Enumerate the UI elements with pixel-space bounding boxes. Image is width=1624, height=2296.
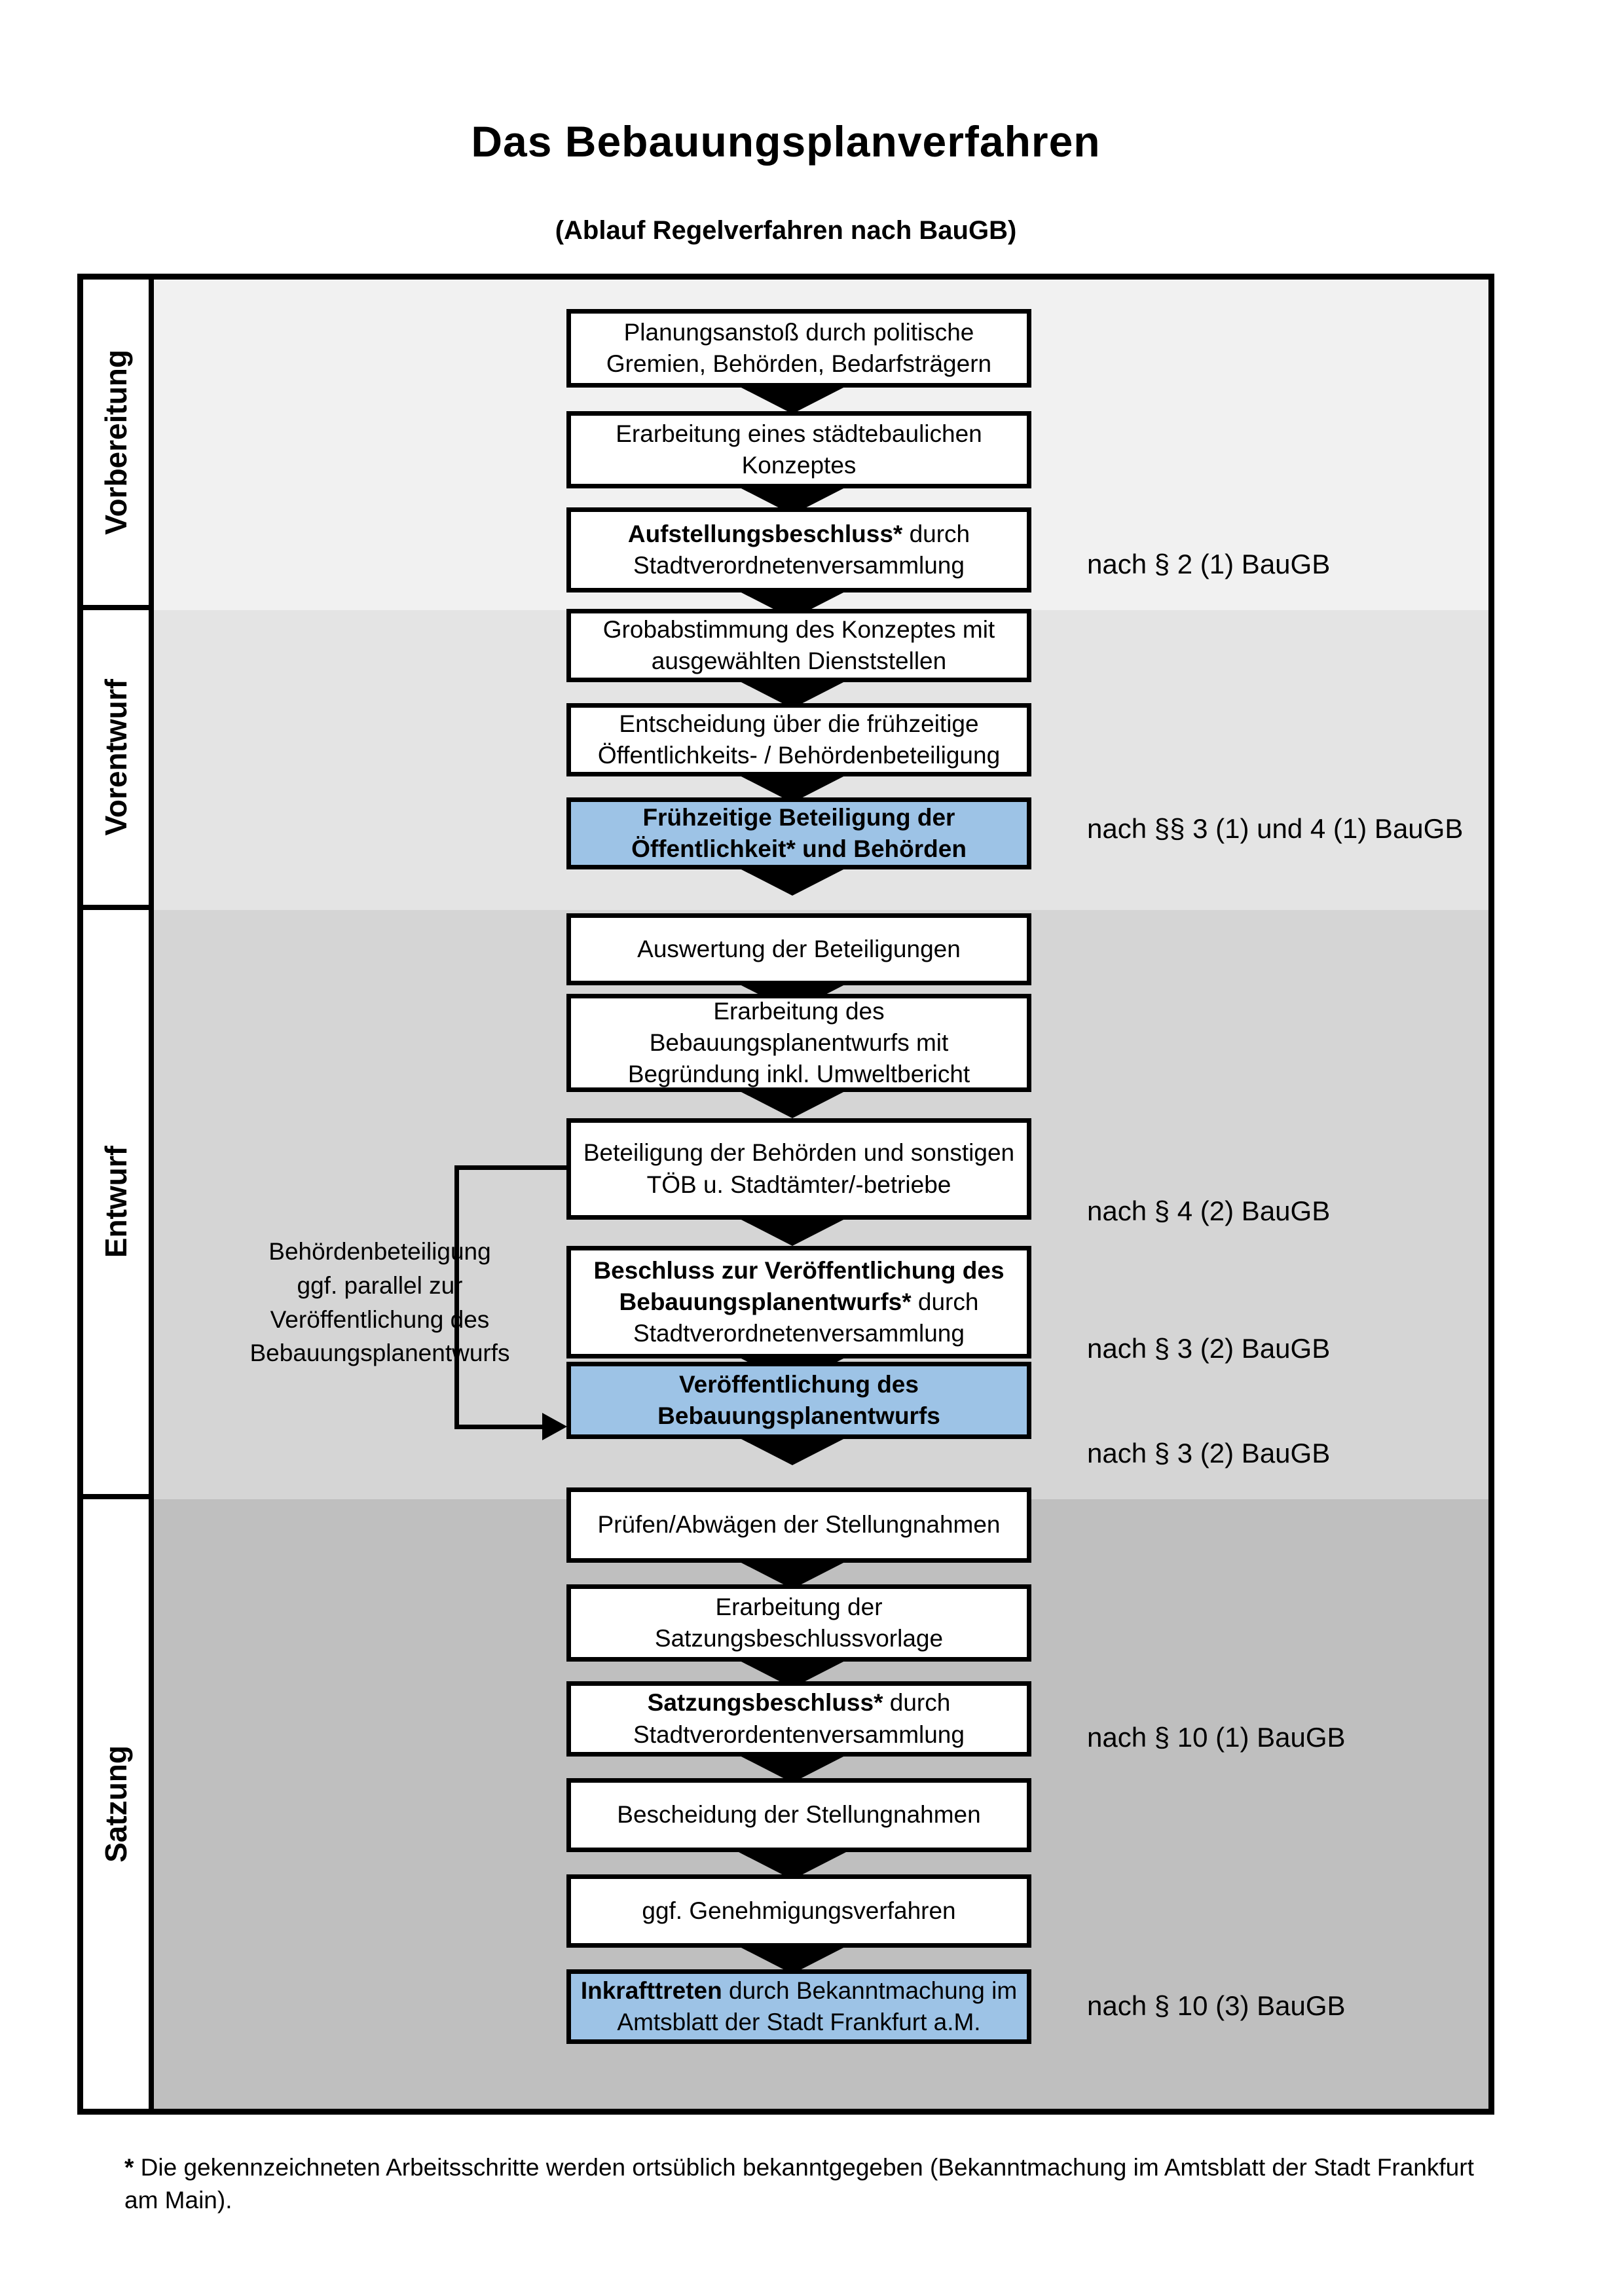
- footnote: * Die gekennzeichneten Arbeitsschritte w…: [124, 2154, 1474, 2214]
- step-pruefen-abwaegen: Prüfen/Abwägen der Stellungnahmen: [566, 1487, 1031, 1563]
- legal-ref: nach § 10 (1) BauGB: [1087, 1722, 1346, 1753]
- flow-arrow-down-icon: [739, 1218, 846, 1246]
- phase-label-satzung: Satzung: [83, 1499, 149, 2109]
- step-genehmigungsverfahren: ggf. Genehmigungsverfahren: [566, 1874, 1031, 1948]
- flow-arrow-down-icon: [739, 1091, 846, 1118]
- diagram-frame: [77, 274, 1494, 2115]
- legal-ref: nach § 10 (3) BauGB: [1087, 1990, 1346, 2021]
- bracket-line-top: [454, 1165, 566, 1170]
- step-behoerdenbeteiligung-toeb: Beteiligung der Behörden und sonstigen T…: [566, 1118, 1031, 1220]
- footnote-asterisk: *: [124, 2154, 134, 2181]
- step-aufstellungsbeschluss: Aufstellungsbeschluss* durch Stadtverord…: [566, 507, 1031, 592]
- step-auswertung-beteiligungen: Auswertung der Beteiligungen: [566, 913, 1031, 985]
- step-satzungsbeschluss: Satzungsbeschluss* durch Stadtverordente…: [566, 1681, 1031, 1757]
- step-satzungsbeschlussvorlage: Erarbeitung der Satzungsbeschlussvorlage: [566, 1584, 1031, 1662]
- bracket-arrow-right-icon: [542, 1413, 567, 1440]
- legal-ref: nach § 4 (2) BauGB: [1087, 1195, 1331, 1226]
- step-entscheidung-fruehzeitige-beteiligung: Entscheidung über die frühzeitige Öffent…: [566, 703, 1031, 776]
- step-beschluss-veroeffentlichung: Beschluss zur Veröffentlichung des Bebau…: [566, 1246, 1031, 1358]
- step-bescheidung-stellungnahmen: Bescheidung der Stellungnahmen: [566, 1778, 1031, 1852]
- page-subtitle: (Ablauf Regelverfahren nach BauGB): [555, 216, 1017, 245]
- step-staedtebauliches-konzept: Erarbeitung eines städtebaulichen Konzep…: [566, 411, 1031, 488]
- step-fruehzeitige-beteiligung: Frühzeitige Beteiligung der Öffentlichke…: [566, 797, 1031, 869]
- step-erarbeitung-entwurf: Erarbeitung des Bebauungsplanentwurfs mi…: [566, 994, 1031, 1092]
- legal-ref: nach § 3 (2) BauGB: [1087, 1438, 1331, 1468]
- flow-arrow-down-icon: [739, 386, 846, 414]
- legal-ref: nach § 2 (1) BauGB: [1087, 549, 1331, 579]
- bracket-line-bottom: [454, 1425, 546, 1429]
- phase-label-vorbereitung: Vorbereitung: [83, 280, 149, 610]
- step-grobabstimmung: Grobabstimmung des Konzeptes mit ausgewä…: [566, 609, 1031, 682]
- flow-arrow-down-icon: [739, 868, 846, 896]
- page-title: Das Bebauungsplanverfahren: [471, 117, 1101, 166]
- phase-label-entwurf: Entwurf: [83, 910, 149, 1499]
- phase-label-vorentwurf: Vorentwurf: [83, 610, 149, 910]
- step-planungsanstoss: Planungsanstoß durch politische Gremien,…: [566, 309, 1031, 388]
- legal-ref: nach § 3 (2) BauGB: [1087, 1333, 1331, 1364]
- legal-ref: nach §§ 3 (1) und 4 (1) BauGB: [1087, 813, 1464, 844]
- bracket-line-vertical: [454, 1165, 459, 1429]
- step-inkrafttreten: Inkrafttreten durch Bekanntmachung im Am…: [566, 1969, 1031, 2044]
- step-veroeffentlichung-entwurf: Veröffentlichung des Bebauungsplanentwur…: [566, 1362, 1031, 1439]
- flow-arrow-down-icon: [739, 1438, 846, 1465]
- side-note-behoerdenbeteiligung: Behördenbeteiligung ggf. parallel zur Ve…: [249, 1238, 510, 1367]
